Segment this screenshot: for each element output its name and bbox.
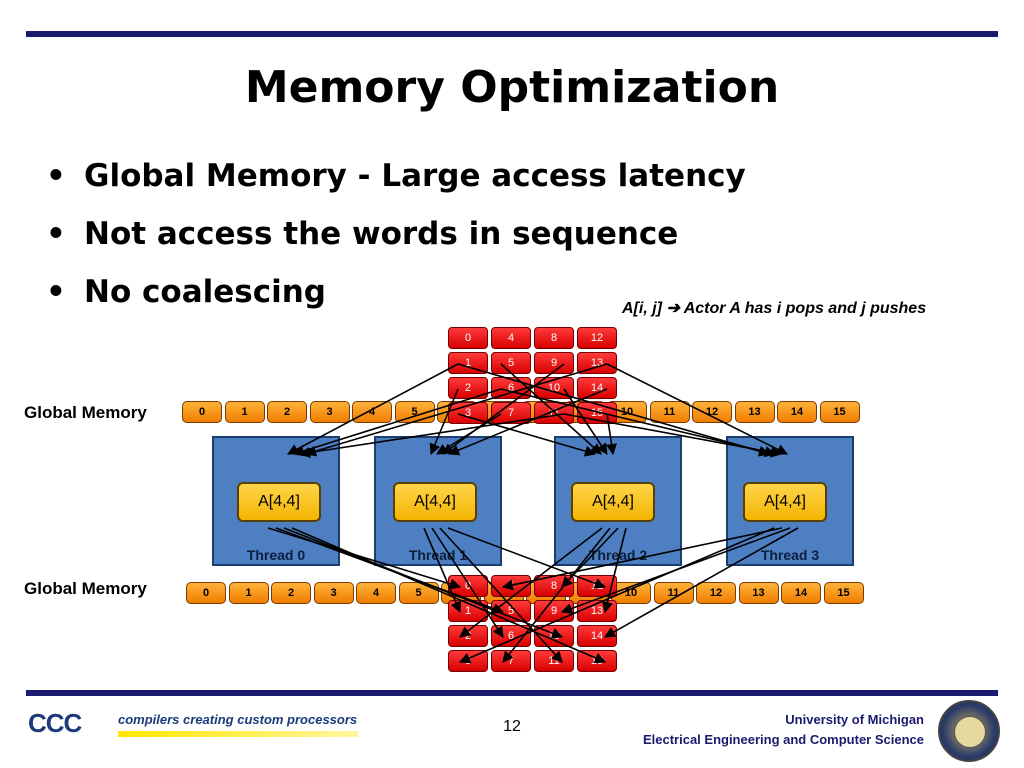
bullet-text: No coalescing <box>84 274 326 310</box>
arrow-22 <box>439 527 563 663</box>
actor-box-1: A[4,4] <box>393 482 477 522</box>
arrow-12 <box>457 363 771 457</box>
department-name: Electrical Engineering and Computer Scie… <box>642 732 924 747</box>
top-grid-cell-r2-c3: 14 <box>577 377 617 399</box>
arrow-14 <box>563 413 783 458</box>
page-number: 12 <box>503 718 521 735</box>
global-memory-top-cell-1: 1 <box>224 401 265 423</box>
global-memory-label-top: Global Memory <box>24 403 147 422</box>
global-memory-bottom-cell-1: 1 <box>228 582 269 604</box>
arrow-10 <box>563 388 608 455</box>
arrow-7 <box>447 388 608 456</box>
top-grid-cell-r1-c0: 1 <box>448 352 488 374</box>
arrow-28 <box>458 527 775 664</box>
arrow-30 <box>560 527 791 614</box>
bullet-text: Global Memory - Large access latency <box>84 158 746 194</box>
top-grid-cell-r0-c3: 12 <box>577 327 617 349</box>
arrow-6 <box>442 363 565 455</box>
actor-box-3: A[4,4] <box>743 482 827 522</box>
top-grid-cell-r2-c2: 10 <box>534 377 574 399</box>
global-memory-bottom-cell-13: 13 <box>738 582 779 604</box>
bottom-rule <box>26 690 998 696</box>
arrow-1 <box>292 388 502 457</box>
global-memory-top-cell-10: 10 <box>607 401 647 423</box>
arrow-20 <box>423 527 462 614</box>
top-grid-cell-r1-c2: 9 <box>534 352 574 374</box>
slide-title: Memory Optimization <box>244 62 780 113</box>
global-memory-bottom-cell-15: 15 <box>823 582 864 604</box>
arrow-18 <box>283 527 564 639</box>
global-memory-bottom-cell-0: 0 <box>186 582 226 604</box>
arrow-13 <box>500 388 777 458</box>
top-grid-cell-r2-c0: 2 <box>448 377 488 399</box>
top-grid-cell-r0-c0: 0 <box>448 327 488 349</box>
actor-box-0: A[4,4] <box>237 482 321 522</box>
bullet-item: • No coalescing <box>46 266 746 324</box>
global-memory-top-cell-15: 15 <box>819 401 860 423</box>
bullet-item: • Global Memory - Large access latency <box>46 150 746 208</box>
arrow-16 <box>267 527 462 590</box>
arrow-19 <box>291 527 607 664</box>
arrow-26 <box>561 527 619 588</box>
arrow-9 <box>500 363 602 455</box>
top-grid-cell-r0-c1: 4 <box>491 327 531 349</box>
global-memory-bottom-cell-3: 3 <box>313 582 354 604</box>
footer-tagline: compilers creating custom processors <box>118 712 358 727</box>
actor-legend: A[i, j] ➔ Actor A has i pops and j pushe… <box>622 300 927 317</box>
global-memory-top-cell-2: 2 <box>267 401 307 423</box>
thread-label: Thread 3 <box>760 547 820 563</box>
arrow-8 <box>457 413 597 457</box>
arrow-3 <box>304 363 608 457</box>
global-memory-top-cell-14: 14 <box>777 401 817 423</box>
ccc-logo: CCC <box>28 708 82 738</box>
global-memory-bottom-cell-2: 2 <box>271 582 311 604</box>
global-memory-bottom-cell-11: 11 <box>653 582 694 604</box>
global-memory-top-cell-4: 4 <box>352 401 392 423</box>
arrow-15 <box>606 363 789 455</box>
arrow-4 <box>429 388 459 456</box>
global-memory-top-cell-3: 3 <box>309 401 350 423</box>
university-seal-icon <box>938 700 1000 762</box>
global-memory-bottom-cell-14: 14 <box>781 582 821 604</box>
thread-label: Thread 0 <box>246 547 306 563</box>
arrow-0 <box>287 363 459 455</box>
arrow-24 <box>459 527 603 638</box>
tagline-bar <box>118 731 358 737</box>
global-memory-bottom-cell-4: 4 <box>356 582 396 604</box>
top-grid-cell-r0-c2: 8 <box>534 327 574 349</box>
global-memory-label-bottom: Global Memory <box>24 579 147 598</box>
bullet-text: Not access the words in sequence <box>84 216 679 252</box>
arrow-23 <box>447 527 607 589</box>
global-memory-top-cell-11: 11 <box>649 401 690 423</box>
global-memory-top-cell-13: 13 <box>734 401 775 423</box>
arrow-2 <box>298 413 565 459</box>
bullet-list: • Global Memory - Large access latency • N… <box>46 150 746 324</box>
university-block: University of Michigan Electrical Engine… <box>643 710 924 750</box>
arrow-29 <box>501 527 783 591</box>
bullet-dot: • <box>46 274 66 310</box>
bullet-dot: • <box>46 216 66 252</box>
global-memory-top-cell-5: 5 <box>394 401 435 423</box>
actor-box-2: A[4,4] <box>571 482 655 522</box>
arrow-21 <box>431 527 504 638</box>
global-memory-bottom-cell-12: 12 <box>696 582 736 604</box>
bullet-item: • Not access the words in sequence <box>46 208 746 266</box>
top-rule <box>26 31 998 37</box>
arrow-11 <box>605 413 618 456</box>
global-memory-top-cell-0: 0 <box>182 401 222 423</box>
arrow-25 <box>502 527 611 663</box>
university-name: University of Michigan <box>785 712 924 727</box>
seal-center <box>954 716 986 748</box>
arrow-31 <box>604 527 799 638</box>
bullet-dot: • <box>46 158 66 194</box>
